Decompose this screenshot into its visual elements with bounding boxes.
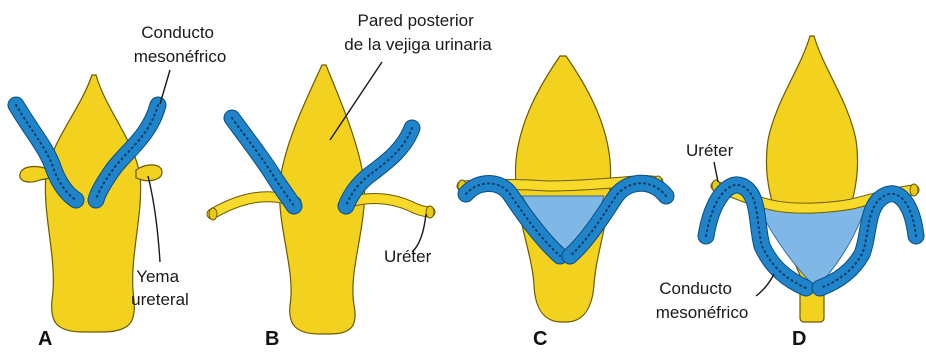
leader-yema xyxy=(148,176,160,262)
panel-letter-c: C xyxy=(533,328,547,350)
panel-letter-b: B xyxy=(265,328,279,350)
panel-letter-a: A xyxy=(38,328,52,350)
panel-a: Conducto mesonéfrico Yema ureteral A xyxy=(16,23,226,350)
label-yema-ureteral: Yema ureteral xyxy=(131,267,189,309)
panel-d: Uréter Conducto mesonéfrico D xyxy=(656,36,918,350)
leader-conducto-a xyxy=(160,70,170,104)
label-conducto-mesonefrico-d: Conducto mesonéfrico xyxy=(656,279,749,322)
label-pared-posterior: Pared posterior de la vejiga urinaria xyxy=(344,11,492,54)
panel-b: Pared posterior de la vejiga urinaria Ur… xyxy=(209,11,492,350)
leader-conducto-d xyxy=(756,274,774,296)
label-ureter-d: Uréter xyxy=(686,141,734,160)
label-conducto-mesonefrico-a: Conducto mesonéfrico xyxy=(134,23,227,66)
label-ureter-b: Uréter xyxy=(384,247,432,266)
leader-ureter-d xyxy=(714,162,718,182)
panel-letter-d: D xyxy=(792,328,806,350)
panel-c: C xyxy=(458,56,666,350)
